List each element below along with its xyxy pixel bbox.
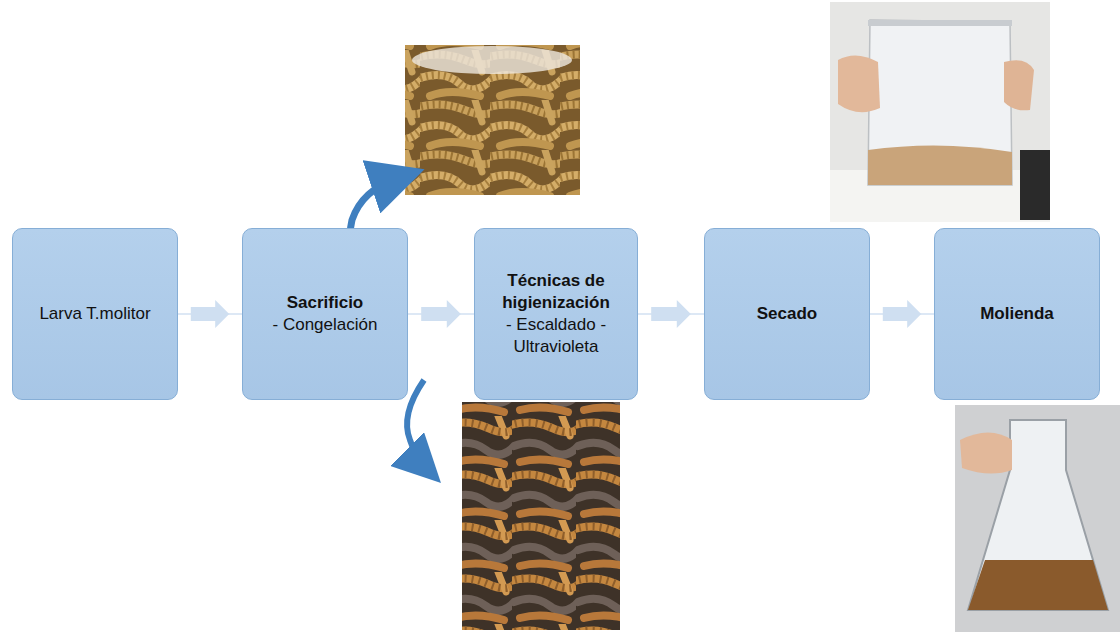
- step-title: Larva T.molitor: [39, 303, 150, 325]
- process-box: Molienda: [934, 228, 1100, 400]
- process-box: Técnicas de higienización- Escaldado -Ul…: [474, 228, 638, 400]
- flow-arrow: [870, 300, 934, 328]
- step-title: Sacrificio: [287, 292, 364, 314]
- process-box: Secado: [704, 228, 870, 400]
- step-detail: - Escaldado -Ultravioleta: [485, 314, 627, 358]
- process-box: Larva T.molitor: [12, 228, 178, 400]
- step-title: Técnicas de higienización: [485, 270, 627, 314]
- process-box: Sacrificio- Congelación: [242, 228, 408, 400]
- step-detail: - Congelación: [273, 314, 378, 336]
- flow-arrow: [638, 300, 704, 328]
- flow-arrow: [408, 300, 474, 328]
- step-title: Secado: [757, 303, 817, 325]
- flow-arrow: [178, 300, 242, 328]
- step-title: Molienda: [980, 303, 1054, 325]
